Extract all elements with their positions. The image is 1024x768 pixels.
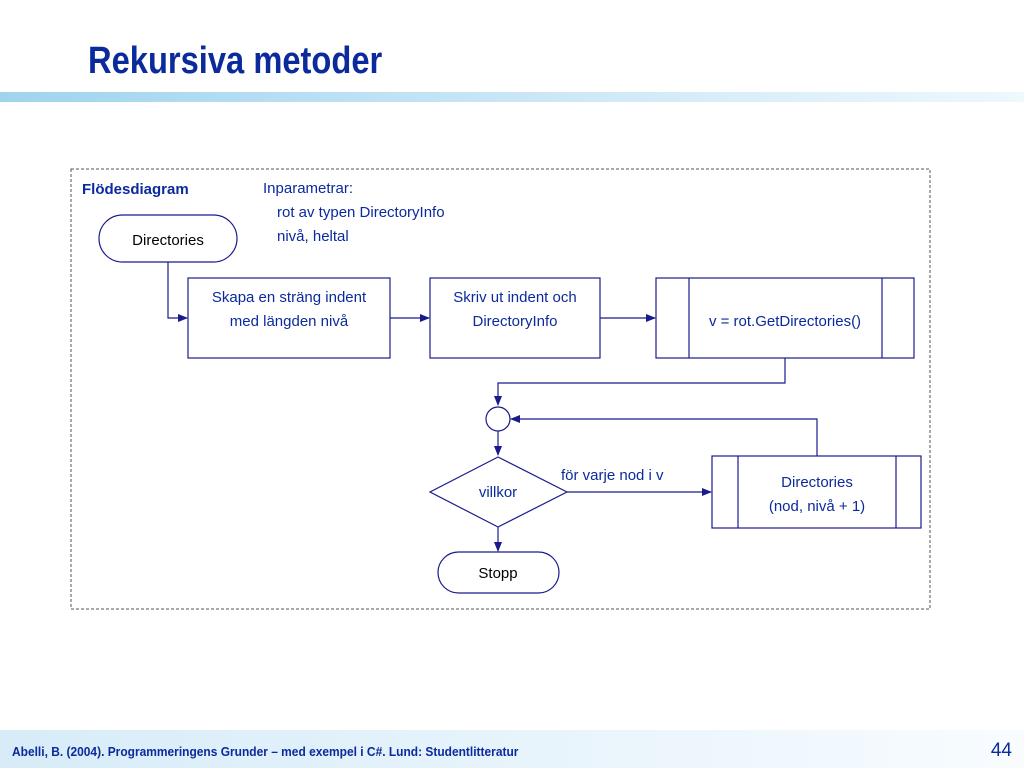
- process-print-indent-line2: DirectoryInfo: [472, 313, 557, 330]
- stop-terminal: [437, 551, 560, 594]
- title-underline-bar: [0, 92, 1024, 102]
- subroutine-get-directories: [655, 277, 915, 359]
- process-create-indent-line1: Skapa en sträng indent: [212, 289, 367, 306]
- process-print-indent-line1: Skriv ut indent och: [453, 289, 576, 306]
- stop-terminal-label: Stopp: [478, 565, 517, 582]
- connector-recursive-junction: [510, 415, 818, 456]
- subroutine-recursive-call: [711, 455, 922, 529]
- start-terminal-label: Directories: [132, 232, 204, 249]
- params-line-2: nivå, heltal: [277, 228, 349, 245]
- connector-start-step1: [167, 262, 188, 322]
- connector-step3-junction: [494, 358, 786, 406]
- diagram-label: Flödesdiagram: [82, 181, 189, 198]
- params-heading: Inparametrar:: [263, 180, 353, 197]
- diagram-frame: [70, 168, 931, 610]
- page-number: 44: [990, 740, 1012, 761]
- subroutine-recursive-call-line1: Directories: [781, 474, 853, 491]
- footer-citation: Abelli, B. (2004). Programmeringens Grun…: [12, 744, 519, 759]
- process-print-indent: [429, 277, 601, 359]
- footer-bar: [0, 730, 1024, 768]
- subroutine-get-directories-label: v = rot.GetDirectories(): [709, 313, 861, 330]
- slide-title: Rekursiva metoder: [88, 40, 383, 82]
- loop-junction: [485, 406, 511, 432]
- subroutine-recursive-call-line2: (nod, nivå + 1): [769, 498, 865, 515]
- loop-label: för varje nod i v: [561, 467, 664, 484]
- decision-condition-label: villkor: [479, 484, 517, 501]
- process-create-indent-line2: med längden nivå: [230, 313, 349, 330]
- params-line-1: rot av typen DirectoryInfo: [277, 204, 445, 221]
